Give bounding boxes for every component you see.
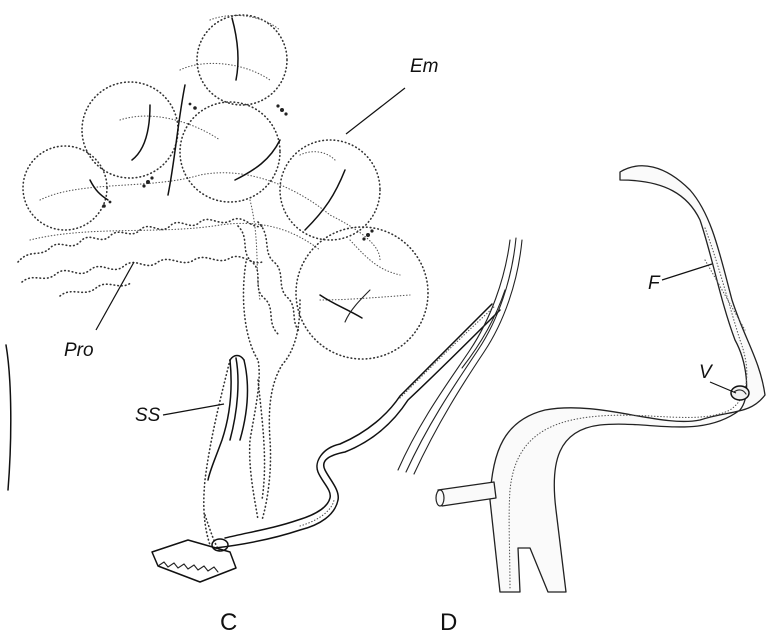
panel-c-label: C [220, 609, 237, 636]
d-side-stub [438, 482, 496, 506]
d-side-stub-opening [436, 490, 444, 506]
base-foot [152, 515, 236, 582]
panel-d-label: D [440, 609, 457, 636]
em-leader-line [346, 88, 405, 134]
d-main-tube [490, 166, 765, 592]
embryo-capsule [296, 227, 428, 359]
embryo-capsules [23, 15, 428, 359]
panel-d-illustration: F V D [436, 166, 765, 636]
v-node [731, 386, 749, 400]
dense-clusters [102, 103, 373, 241]
f-leader-line [662, 264, 712, 280]
embryo-capsule [280, 140, 380, 240]
em-label: Em [410, 56, 439, 77]
ss-leader-line [163, 404, 224, 415]
embryo-strokes [90, 18, 370, 322]
v-leader-line [710, 382, 736, 393]
panel-c-illustration: Em Pro SS C [18, 15, 522, 636]
left-edge-fragment [6, 345, 11, 490]
f-label: F [648, 273, 661, 294]
embryo-capsule [197, 15, 287, 105]
pro-label: Pro [64, 340, 94, 361]
lobed-gland [18, 219, 300, 334]
ss-structure [208, 356, 247, 481]
embryo-capsule [180, 102, 280, 202]
convoluted-duct [212, 304, 500, 551]
embryo-capsule [82, 82, 178, 178]
stipple-mass [30, 63, 380, 300]
v-label: V [699, 362, 714, 383]
pro-leader-line [96, 262, 134, 330]
main-stem [204, 262, 300, 545]
ss-label: SS [135, 405, 161, 426]
